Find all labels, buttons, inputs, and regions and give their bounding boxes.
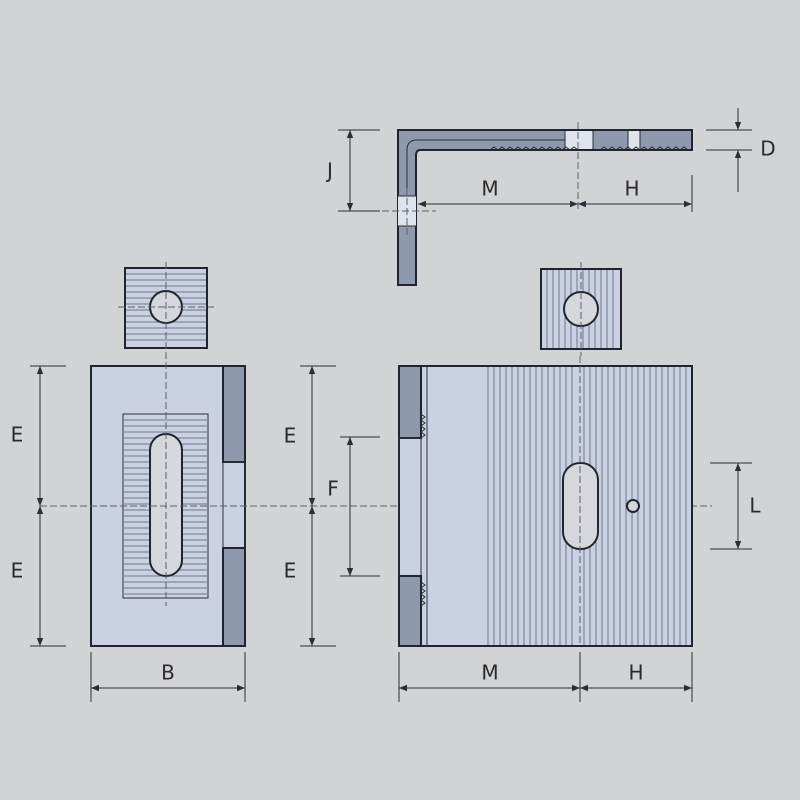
small-pin-hole — [626, 499, 640, 513]
dimension-e-f-middle: E E F — [284, 365, 380, 647]
serration-teeth — [489, 146, 689, 151]
dim-label-j: J — [325, 159, 333, 183]
dimension-e-left: E E — [11, 365, 66, 647]
dimension-m-h-bottom: M H — [398, 652, 693, 702]
horizontal-leg-hole — [565, 131, 593, 149]
horizontal-leg-slot — [628, 131, 640, 149]
dimension-m-h-top: M H — [418, 175, 693, 212]
l-profile-body — [397, 129, 693, 286]
dimension-b: B — [90, 652, 246, 702]
left-front-view — [90, 352, 246, 647]
right-front-view — [398, 356, 693, 647]
dimension-l: L — [710, 462, 761, 550]
dim-label-l: L — [749, 494, 761, 518]
dim-label-e-left-lower: E — [11, 559, 24, 583]
right-body — [398, 365, 693, 647]
dim-label-b: B — [161, 661, 175, 685]
dim-label-e-mid-upper: E — [284, 424, 297, 448]
l-profile-view — [382, 122, 693, 286]
dim-label-e-left-upper: E — [11, 423, 24, 447]
insert-detail-left — [118, 262, 214, 354]
dim-label-d: D — [760, 137, 775, 161]
dim-label-f: F — [327, 477, 339, 501]
insert-detail-right — [540, 262, 622, 356]
dimension-j: J — [325, 129, 380, 212]
dim-label-m-top: M — [481, 177, 498, 201]
dim-label-h-top: H — [624, 177, 639, 201]
dimension-d: D — [706, 108, 776, 192]
dim-label-m-bottom: M — [481, 661, 498, 685]
dim-label-h-bottom: H — [628, 661, 643, 685]
dim-label-e-mid-lower: E — [284, 559, 297, 583]
